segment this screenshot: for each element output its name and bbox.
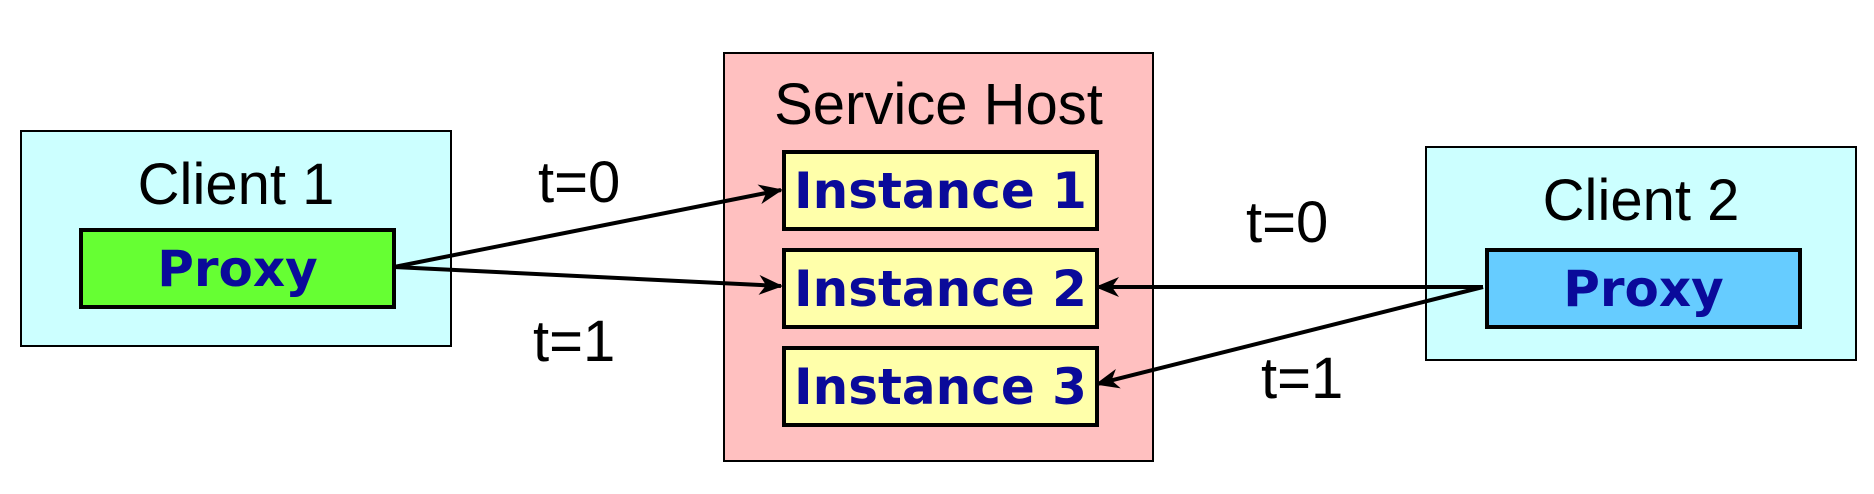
edge-label-client2-t0: t=0 [1246,190,1329,255]
client-1-box: Client 1 Proxy [20,130,452,347]
arrow-client2-to-instance-3 [1095,285,1484,389]
client-2-box: Client 2 Proxy [1425,146,1857,361]
edge-label-client1-t1: t=1 [533,309,616,374]
arrow-client1-to-instance-2 [393,265,783,295]
instance-2: Instance 2 [782,248,1099,329]
client-2-title: Client 2 [1542,168,1740,233]
arrow-client1-to-instance-1 [393,184,783,269]
instance-1: Instance 1 [782,150,1099,231]
client-1-proxy: Proxy [79,228,396,309]
service-host-title: Service Host [774,72,1103,137]
instance-3: Instance 3 [782,346,1099,427]
client-1-title: Client 1 [137,152,335,217]
client-2-proxy: Proxy [1485,248,1802,329]
edge-label-client2-t1: t=1 [1261,346,1344,411]
service-host-box: Service Host Instance 1 Instance 2 Insta… [723,52,1154,462]
edge-label-client1-t0: t=0 [538,150,621,215]
